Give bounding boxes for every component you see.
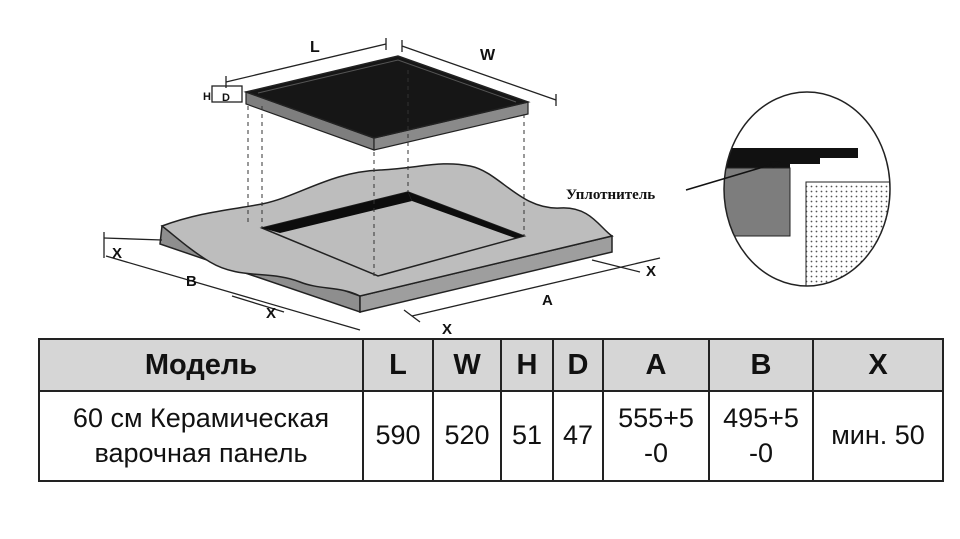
hob-glass [243, 55, 531, 139]
header-model: Модель [38, 338, 364, 392]
label-W: W [480, 47, 496, 64]
hob [243, 55, 531, 151]
label-A: A [542, 292, 553, 309]
header-B: B [708, 338, 814, 392]
seal-detail-circle [723, 91, 891, 287]
header-X: X [812, 338, 944, 392]
cell-D: 47 [552, 390, 604, 482]
header-H: H [500, 338, 554, 392]
header-D: D [552, 338, 604, 392]
cell-model: 60 см Керамическая варочная панель [38, 390, 364, 482]
label-L: L [310, 39, 320, 56]
hob-glass-highlight [257, 59, 517, 103]
installation-diagram: L W H D X B X X A X Уплотнитель [103, 38, 891, 338]
label-X-front: X [442, 321, 452, 338]
cell-H: 51 [500, 390, 554, 482]
seal-pointer [685, 161, 781, 191]
cell-A-line2: -0 [643, 438, 668, 468]
cell-L: 590 [362, 390, 434, 482]
cutout-shadow-right [408, 192, 524, 238]
table-row: 60 см Керамическая варочная панель 590 5… [38, 390, 944, 482]
spec-table: Модель L W H D A B X 60 см Керамическая … [38, 338, 944, 482]
cell-A-line1: 555+5 [618, 402, 694, 433]
label-X-left: X [112, 245, 122, 262]
cell-X: мин. 50 [812, 390, 944, 482]
header-A: A [602, 338, 710, 392]
cell-B-line1: 495+5 [723, 402, 799, 433]
seal-detail: Уплотнитель [566, 91, 891, 287]
cell-A: 555+5 -0 [602, 390, 710, 482]
countertop [159, 163, 614, 314]
projection-lines [247, 70, 525, 276]
seal-countertop-section [724, 167, 791, 237]
cell-B-line2: -0 [748, 438, 773, 468]
header-W: W [432, 338, 502, 392]
cell-model-line1: 60 см Керамическая [72, 402, 330, 433]
label-D: D [222, 92, 230, 104]
diagram-labels: L W H D X B X X A X [112, 39, 656, 338]
seal-hob-edge [724, 148, 858, 168]
cell-B: 495+5 -0 [708, 390, 814, 482]
table-header-row: Модель L W H D A B X [38, 338, 944, 392]
seal-label: Уплотнитель [566, 187, 655, 203]
label-X-bottom: X [266, 305, 276, 322]
cell-model-line2: варочная панель [94, 438, 308, 468]
cell-W: 520 [432, 390, 502, 482]
label-X-right: X [646, 263, 656, 280]
label-H: H [203, 91, 211, 103]
dimension-lines [103, 38, 661, 331]
header-L: L [362, 338, 434, 392]
label-B: B [186, 273, 197, 290]
